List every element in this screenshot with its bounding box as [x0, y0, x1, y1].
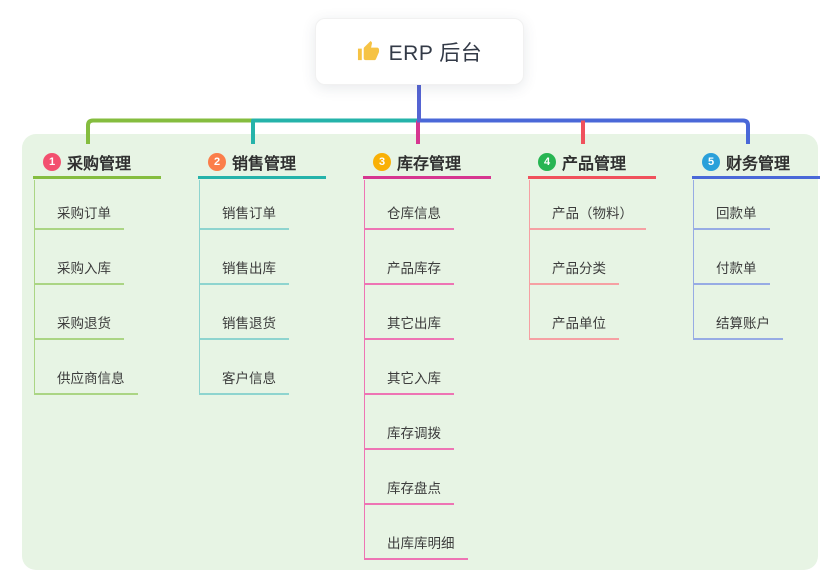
child-node[interactable]: 客户信息: [199, 365, 289, 395]
branch-number-badge: 5: [702, 152, 720, 171]
branch-child-connector: [363, 180, 366, 560]
branch-number-badge: 4: [538, 152, 556, 171]
child-node[interactable]: 库存盘点: [364, 475, 454, 505]
branch-node-3[interactable]: 3 库存管理: [363, 147, 491, 179]
branch-number-badge: 3: [373, 152, 391, 171]
branch-node-1[interactable]: 1 采购管理: [33, 147, 161, 179]
child-node[interactable]: 采购入库: [34, 255, 124, 285]
branch-node-5[interactable]: 5 财务管理: [692, 147, 820, 179]
branch-child-connector: [692, 180, 695, 340]
child-node[interactable]: 产品单位: [529, 310, 619, 340]
branch-label: 库存管理: [397, 155, 462, 173]
child-node[interactable]: 销售退货: [199, 310, 289, 340]
child-node[interactable]: 销售出库: [199, 255, 289, 285]
branch-child-connector: [528, 180, 531, 340]
branch-label: 采购管理: [67, 155, 132, 173]
branches-panel: [22, 134, 818, 570]
child-node[interactable]: 产品库存: [364, 255, 454, 285]
branch-node-4[interactable]: 4 产品管理: [528, 147, 656, 179]
child-node[interactable]: 销售订单: [199, 200, 289, 230]
child-node[interactable]: 供应商信息: [34, 365, 138, 395]
root-label: ERP 后台: [388, 41, 483, 65]
child-node[interactable]: 采购订单: [34, 200, 124, 230]
child-node[interactable]: 其它入库: [364, 365, 454, 395]
child-node[interactable]: 其它出库: [364, 310, 454, 340]
branch-child-connector: [198, 180, 201, 395]
branch-number-badge: 1: [43, 152, 61, 171]
branch-label: 销售管理: [232, 155, 297, 173]
branch-child-connector: [33, 180, 36, 395]
child-node[interactable]: 付款单: [693, 255, 770, 285]
child-node[interactable]: 库存调拨: [364, 420, 454, 450]
branch-label: 产品管理: [562, 155, 627, 173]
child-node[interactable]: 仓库信息: [364, 200, 454, 230]
child-node[interactable]: 产品（物料）: [529, 200, 646, 230]
thumbs-up-icon: [357, 40, 379, 61]
child-node[interactable]: 产品分类: [529, 255, 619, 285]
root-node[interactable]: ERP 后台: [315, 18, 524, 85]
child-node[interactable]: 回款单: [693, 200, 770, 230]
branch-number-badge: 2: [208, 152, 226, 171]
child-node[interactable]: 采购退货: [34, 310, 124, 340]
child-node[interactable]: 出库库明细: [364, 530, 468, 560]
branch-node-2[interactable]: 2 销售管理: [198, 147, 326, 179]
child-node[interactable]: 结算账户: [693, 310, 783, 340]
branch-label: 财务管理: [726, 155, 791, 173]
